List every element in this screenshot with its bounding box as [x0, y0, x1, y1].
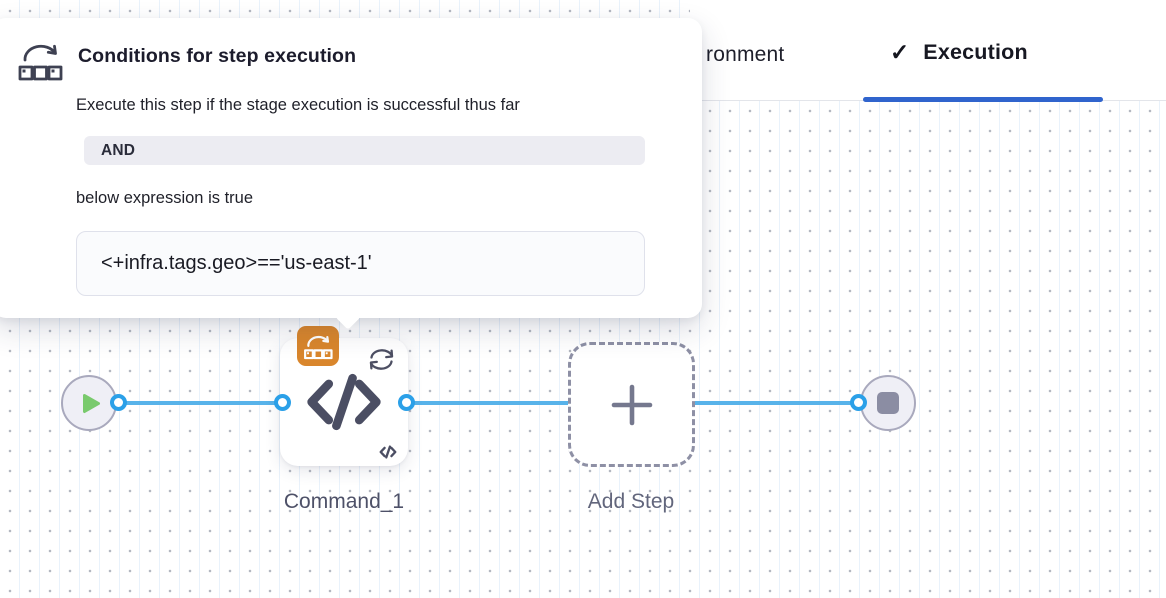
pipeline-connector-line: [118, 401, 858, 405]
condition-expression: <+infra.tags.geo>=='us-east-1': [76, 231, 645, 296]
add-step-button[interactable]: [568, 342, 695, 467]
loop-strategy-icon: [367, 347, 396, 372]
pipeline-start-node: [61, 375, 117, 431]
connector-point-command-out[interactable]: [398, 394, 415, 411]
connector-point-start[interactable]: [110, 394, 127, 411]
stop-icon: [877, 392, 899, 414]
step-label-add-step[interactable]: Add Step: [587, 490, 675, 513]
conditional-execution-icon: [17, 40, 63, 82]
checkmark-icon: ✓: [890, 39, 910, 65]
stage-tabbar: ronment ✓ Execution: [690, 0, 1166, 102]
tab-execution-label: Execution: [923, 40, 1028, 64]
plus-icon: [609, 382, 655, 428]
step-node-command[interactable]: [280, 326, 408, 466]
conditions-popover: Conditions for step execution Execute th…: [0, 18, 702, 318]
code-step-icon: [304, 371, 384, 433]
connector-point-end[interactable]: [850, 394, 867, 411]
tab-environment-partial[interactable]: ronment: [706, 43, 785, 66]
popover-title: Conditions for step execution: [78, 45, 357, 67]
connector-point-command-in[interactable]: [274, 394, 291, 411]
popover-description: Execute this step if the stage execution…: [76, 96, 520, 114]
code-type-icon: [379, 445, 397, 459]
active-tab-underline: [863, 97, 1103, 102]
condition-intro-text: below expression is true: [76, 189, 254, 207]
conditional-execution-badge[interactable]: [297, 326, 339, 366]
operator-badge: AND: [84, 136, 645, 165]
step-label-command: Command_1: [283, 490, 405, 513]
conditional-execution-icon: [303, 333, 333, 360]
play-icon: [82, 393, 101, 414]
pipeline-end-node: [860, 375, 916, 431]
tab-execution[interactable]: ✓ Execution: [890, 40, 1028, 65]
